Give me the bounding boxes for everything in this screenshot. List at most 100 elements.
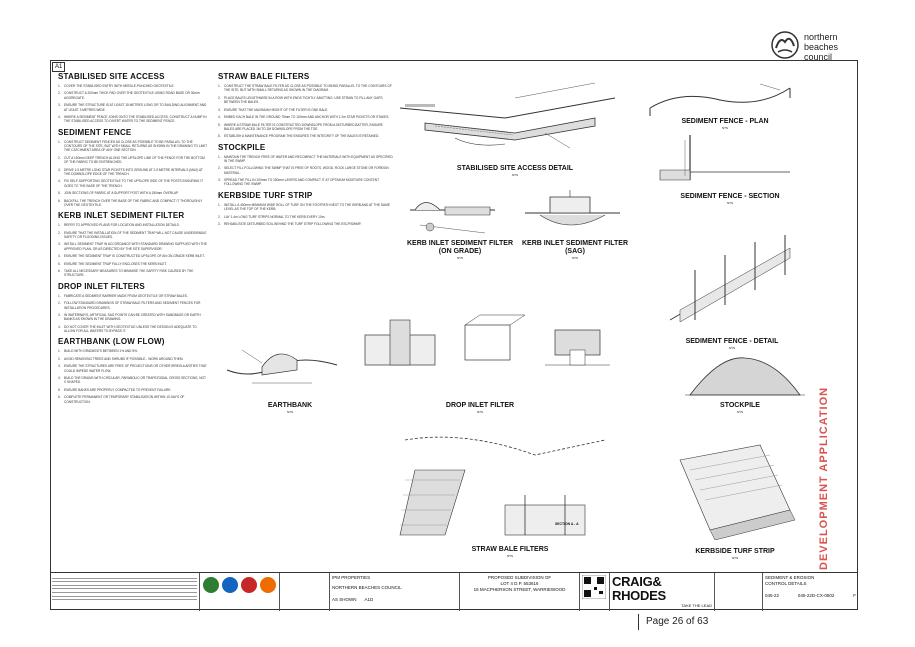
note-number: 1. xyxy=(58,293,61,298)
page-divider xyxy=(638,614,639,630)
note-text: FOLLOW STANDARD DRAWINGS OF STRAW BALE F… xyxy=(64,301,201,310)
note-number: 6. xyxy=(218,134,221,139)
kerb-inlet-grade-drawing xyxy=(410,202,495,234)
note-item: 4.WHERE A SEDIMENT FENCE JOINS ONTO THE … xyxy=(58,115,208,124)
section-heading: SEDIMENT FENCE xyxy=(58,127,132,137)
drawing-info-cell: SEDIMENT & EROSION CONTROL DETAILS 045-2… xyxy=(763,573,858,611)
note-number: 1. xyxy=(218,84,221,88)
section-heading: EARTHBANK (LOW FLOW) xyxy=(58,337,165,347)
note-text: CONSTRUCT THE STRAW BALE FILTER AS CLOSE… xyxy=(224,84,392,93)
project-number: 045-22 xyxy=(765,593,780,598)
note-text: COVER THE STABILISED ENTRY WITH NEEDLE-P… xyxy=(64,84,175,88)
note-text: LAY 1.4m LONG TURF STRIPS NORMAL TO THE … xyxy=(224,214,326,219)
sediment-fence-detail-title: SEDIMENT FENCE - DETAIL NTS xyxy=(672,338,792,350)
note-text: WHERE A SEDIMENT FENCE JOINS ONTO THE ST… xyxy=(64,115,207,124)
sediment-fence-plan-drawing xyxy=(649,83,791,116)
kerb-inlet-sag-drawing xyxy=(525,190,620,226)
straw-bale-drawing xyxy=(399,436,606,536)
note-item: 1.INSTALL A 400mm MINIMUM WIDE ROLL OF T… xyxy=(218,203,393,212)
firm-cell: CRAIG& RHODES TAKE THE LEAD xyxy=(610,573,715,611)
note-number: 5. xyxy=(58,387,61,392)
kerb-inlet-grade-title: KERB INLET SEDIMENT FILTER (ON GRADE) NT… xyxy=(405,240,515,260)
kerb-inlet-sag-title: KERB INLET SEDIMENT FILTER (SAG) NTS xyxy=(520,240,630,260)
note-text: ENSURE THE STRUCTURES ARE FREE OF PROJEC… xyxy=(64,364,207,373)
stabilised-site-access-title: STABILISED SITE ACCESS DETAIL NTS xyxy=(440,165,590,177)
note-item: 2.FOLLOW STANDARD DRAWINGS OF STRAW BALE… xyxy=(58,301,208,310)
revision-row xyxy=(52,593,197,597)
stamp-cell xyxy=(280,573,330,611)
nts-label: NTS xyxy=(512,173,518,177)
revision-letter: F xyxy=(853,593,856,598)
firm-contact xyxy=(715,573,763,611)
note-number: 1. xyxy=(58,139,61,144)
nts-label: NTS xyxy=(572,256,578,260)
note-item: 3.SPREAD THE FILL IN 100mm TO 150mm LAYE… xyxy=(218,178,393,187)
note-number: 3. xyxy=(58,364,61,369)
note-number: 4. xyxy=(58,324,61,329)
note-number: 3. xyxy=(58,313,61,318)
note-text: ENSURE THE SEDIMENT TRAP FULLY ENCLOSES … xyxy=(64,261,168,266)
note-number: 2. xyxy=(218,166,221,171)
note-item: 4.ENSURE THE SEDIMENT TRAP IS CONSTRUCTE… xyxy=(58,254,208,258)
project-line: LOT 4 D.P. 553616 xyxy=(500,581,539,586)
note-item: 6.BACKFILL THE TRENCH OVER THE BASE OF T… xyxy=(58,199,208,208)
note-number: 1. xyxy=(58,84,61,88)
note-item: 3.DRIVE 1.5 METRE LONG STAR PICKETS INTO… xyxy=(58,168,208,177)
note-text: ESTABLISH A MAINTENANCE PROGRAM THE ENSU… xyxy=(224,134,380,139)
council-mark-icon xyxy=(771,31,799,59)
section-heading: STABILISED SITE ACCESS xyxy=(58,72,165,81)
note-item: 3.IN WATERWAYS, ARTIFICIAL SAG POINTS CA… xyxy=(58,313,208,322)
straw-bale-title: STRAW BALE FILTERS NTS xyxy=(460,546,560,558)
sediment-fence-plan-title: SEDIMENT FENCE - PLAN NTS xyxy=(665,118,785,130)
sheet-ref: A1 xyxy=(52,62,66,72)
note-number: 4. xyxy=(58,376,61,381)
note-text: PLACE BALES LENGTHWISE IN A ROW WITH END… xyxy=(224,95,383,105)
note-item: 4.BUILD THE DRAINS WITH CIRCULAR, PARABO… xyxy=(58,376,208,385)
note-text: DO NOT COVER THE INLET WITH GEOTEXTILE U… xyxy=(64,324,197,334)
scale-value: AS SHOWN xyxy=(332,597,357,602)
note-item: 1.CONSTRUCT THE STRAW BALE FILTER AS CLO… xyxy=(218,84,393,93)
certification-icons xyxy=(203,577,276,593)
note-item: 5.ENSURE BANKS ARE PROPERLY COMPACTED TO… xyxy=(58,388,208,392)
note-number: 3. xyxy=(218,107,221,112)
note-text: INSTALL A 400mm MINIMUM WIDE ROLL OF TUR… xyxy=(224,202,390,212)
note-text: DRIVE 1.5 METRE LONG STAR PICKETS INTO G… xyxy=(64,167,203,176)
earthbank-drawing xyxy=(226,349,338,384)
note-item: 2.SELECT FILL FOLLOWING THE SWMP THAT IS… xyxy=(218,166,393,175)
revision-row xyxy=(52,586,197,590)
drawing-title-text: STOCKPILE xyxy=(720,402,760,409)
note-number: 3. xyxy=(58,242,61,247)
note-item: 3.ENSURE THE STRUCTURE IS AT LEAST 15 ME… xyxy=(58,103,208,112)
note-number: 4. xyxy=(218,115,221,120)
drawing-title-text: SEDIMENT FENCE - DETAIL xyxy=(685,338,779,345)
revision-row xyxy=(52,579,197,583)
stockpile-drawing xyxy=(685,357,805,396)
note-number: 4. xyxy=(58,254,61,259)
logo-line: council xyxy=(804,52,833,62)
project-cell: PROPOSED SUBDIVISION OF LOT 4 D.P. 55361… xyxy=(460,573,580,611)
note-text: CONSTRUCT SEDIMENT FENCES AS CLOSE AS PO… xyxy=(64,139,207,153)
note-text: BUILD WITH GRADIENTS BETWEEN 1% AND 5%. xyxy=(64,349,138,354)
note-number: 4. xyxy=(58,115,61,120)
note-item: 6.COMPLETE PERMANENT OR TEMPORARY STABIL… xyxy=(58,395,208,404)
note-item: 2.PLACE BALES LENGTHWISE IN A ROW WITH E… xyxy=(218,96,393,105)
kerbside-turf-title: KERBSIDE TURF STRIP NTS xyxy=(675,548,795,560)
note-number: 1. xyxy=(58,223,61,228)
note-number: 3. xyxy=(218,222,221,227)
note-text: WHERE A STRAW BALE FILTER IS CONSTRUCTED… xyxy=(224,122,383,131)
note-text: EMBED EACH BALE IN THE GROUND 75mm TO 10… xyxy=(224,115,390,120)
drawing-title-text: KERBSIDE TURF STRIP xyxy=(695,548,775,555)
note-number: 3. xyxy=(58,103,61,108)
note-item: 5.ENSURE THE SEDIMENT TRAP FULLY ENCLOSE… xyxy=(58,262,208,266)
note-item: 4.EMBED EACH BALE IN THE GROUND 75mm TO … xyxy=(218,115,393,119)
note-text: ENSURE BANKS ARE PROPERLY COMPACTED TO P… xyxy=(64,387,172,392)
logo-line: northern xyxy=(804,32,838,42)
note-text: INSTALL SEDIMENT TRAP IN ACCORDANCE WITH… xyxy=(64,242,207,251)
note-text: COMPLETE PERMANENT OR TEMPORARY STABILIS… xyxy=(64,395,185,404)
note-item: 4.DO NOT COVER THE INLET WITH GEOTEXTILE… xyxy=(58,325,208,334)
note-number: 5. xyxy=(218,122,221,127)
title-block: IPM PROPERTIES NORTHERN BEACHES COUNCIL … xyxy=(50,572,858,611)
earthbank-title: EARTHBANK NTS xyxy=(245,402,335,414)
note-text: FIX SELF-SUPPORTING GEOTEXTILE TO THE UP… xyxy=(64,179,204,188)
